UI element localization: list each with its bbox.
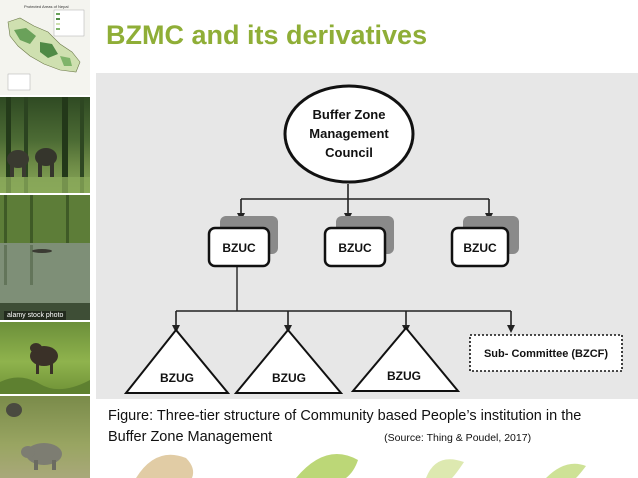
rhino-image	[0, 396, 90, 478]
nepal-map-image: Protected Areas of Nepal	[0, 0, 90, 95]
lake-forest-image: alamy stock photo	[0, 195, 90, 320]
bzuc-label: BZUC	[222, 241, 256, 255]
photo-strip: Protected Areas of Nepal	[0, 0, 90, 478]
leaf-decoration	[136, 454, 586, 478]
bzug-node: BZUG	[350, 326, 461, 392]
council-label-line1: Buffer Zone	[313, 107, 386, 122]
bzuc-label: BZUC	[463, 241, 497, 255]
caption-line2: Buffer Zone Management (Source: Thing & P…	[108, 427, 628, 449]
caption-line2-text: Buffer Zone Management	[108, 429, 273, 445]
slide-title: BZMC and its derivatives	[106, 20, 428, 50]
map-title: Protected Areas of Nepal	[24, 4, 69, 9]
diagram-panel: Buffer Zone Management Council BZUC BZUC…	[96, 73, 638, 399]
bzuc-node: BZUC	[207, 216, 278, 268]
figure-caption: Figure: Three-tier structure of Communit…	[108, 406, 628, 449]
subcommittee-node: Sub- Committee (BZCF)	[469, 334, 623, 372]
caption-source: (Source: Thing & Poudel, 2017)	[384, 432, 532, 444]
council-label-line3: Council	[325, 145, 373, 160]
bzug-node: BZUG	[123, 328, 231, 394]
bzuc-node: BZUC	[323, 216, 394, 268]
subcommittee-label: Sub- Committee (BZCF)	[484, 348, 608, 360]
elephant-safari-image	[0, 97, 90, 193]
bzug-label: BZUG	[387, 369, 421, 383]
bzuc-label: BZUC	[338, 241, 372, 255]
bzug-node: BZUG	[233, 328, 344, 394]
bzug-label: BZUG	[272, 371, 306, 385]
wild-boar-image	[0, 322, 90, 394]
caption-line1: Figure: Three-tier structure of Communit…	[108, 408, 582, 424]
org-chart: Buffer Zone Management Council BZUC BZUC…	[123, 84, 623, 394]
council-node: Buffer Zone Management Council	[283, 84, 415, 184]
bzuc-node: BZUC	[450, 216, 519, 268]
bzug-label: BZUG	[160, 371, 194, 385]
council-label-line2: Management	[309, 126, 389, 141]
watermark-text: alamy stock photo	[4, 311, 67, 320]
